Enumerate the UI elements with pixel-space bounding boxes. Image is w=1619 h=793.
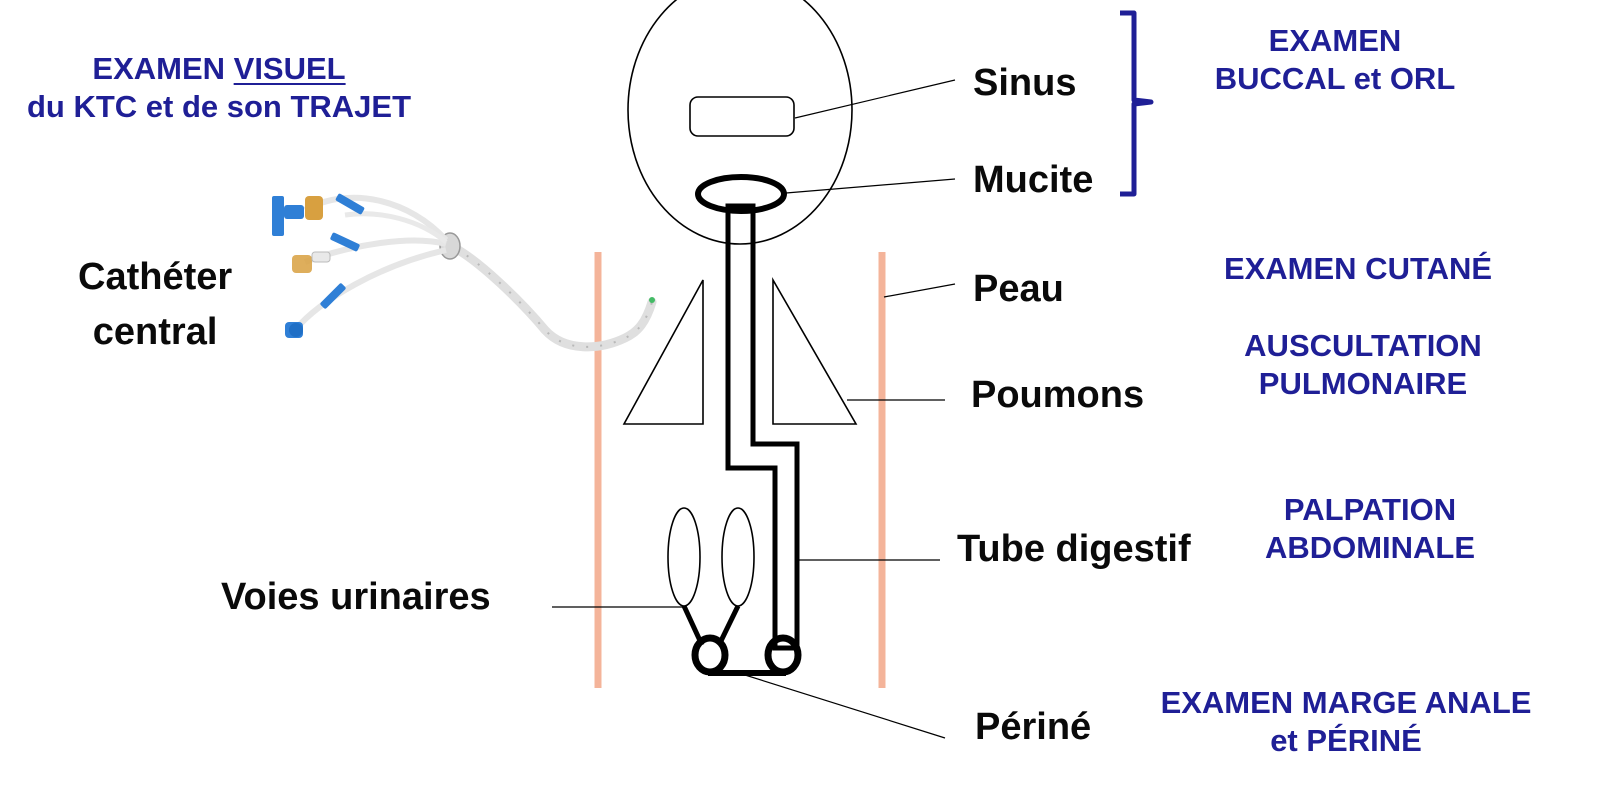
exam-auscultation-line2: PULMONAIRE	[1218, 365, 1508, 403]
digestive-tube	[728, 206, 797, 648]
exam-visuel-line1: EXAMEN VISUEL	[10, 50, 428, 88]
kidney-left	[668, 508, 700, 606]
label-peau: Peau	[973, 270, 1064, 308]
kidney-right	[722, 508, 754, 606]
label-poumons: Poumons	[971, 376, 1144, 414]
exam-palpation-line1: PALPATION	[1225, 491, 1515, 529]
exam-marge-line1: EXAMEN MARGE ANALE	[1130, 684, 1562, 722]
lung-right	[773, 280, 856, 424]
exam-palpation: PALPATION ABDOMINALE	[1225, 491, 1515, 567]
label-voies-urinaires: Voies urinaires	[221, 578, 491, 616]
ureter-right	[719, 606, 738, 645]
leader-sinus	[795, 80, 955, 118]
exam-visuel-underlined: VISUEL	[234, 51, 346, 86]
exam-visuel-prefix: EXAMEN	[92, 51, 233, 86]
label-perine: Périné	[975, 708, 1091, 746]
exam-buccal-line2: BUCCAL et ORL	[1200, 60, 1470, 98]
exam-buccal-orl: EXAMEN BUCCAL et ORL	[1200, 22, 1470, 98]
leader-mucite	[786, 179, 955, 193]
leader-perine	[745, 675, 945, 738]
bracket-buccal-orl	[1120, 13, 1151, 194]
label-tube-digestif: Tube digestif	[957, 530, 1191, 568]
exam-cutane: EXAMEN CUTANÉ	[1208, 250, 1508, 288]
lung-left	[624, 280, 703, 424]
exam-marge-anale: EXAMEN MARGE ANALE et PÉRINÉ	[1130, 684, 1562, 760]
exam-visuel-line2: du KTC et de son TRAJET	[10, 88, 428, 126]
exam-auscultation-line1: AUSCULTATION	[1218, 327, 1508, 365]
exam-auscultation: AUSCULTATION PULMONAIRE	[1218, 327, 1508, 403]
exam-buccal-line1: EXAMEN	[1200, 22, 1470, 60]
label-catheter-line1: Cathéter	[78, 250, 232, 305]
label-catheter-central: Cathéter central	[78, 250, 232, 360]
label-mucite: Mucite	[973, 161, 1093, 199]
label-catheter-line2: central	[78, 305, 232, 360]
perineum-ring-right	[768, 638, 798, 672]
exam-marge-line2: et PÉRINÉ	[1130, 722, 1562, 760]
exam-palpation-line2: ABDOMINALE	[1225, 529, 1515, 567]
exam-visuel: EXAMEN VISUEL du KTC et de son TRAJET	[10, 50, 428, 126]
sinus-shape	[690, 97, 794, 136]
label-sinus: Sinus	[973, 64, 1076, 102]
perineum-ring-left	[695, 638, 725, 672]
leader-peau	[884, 284, 955, 297]
